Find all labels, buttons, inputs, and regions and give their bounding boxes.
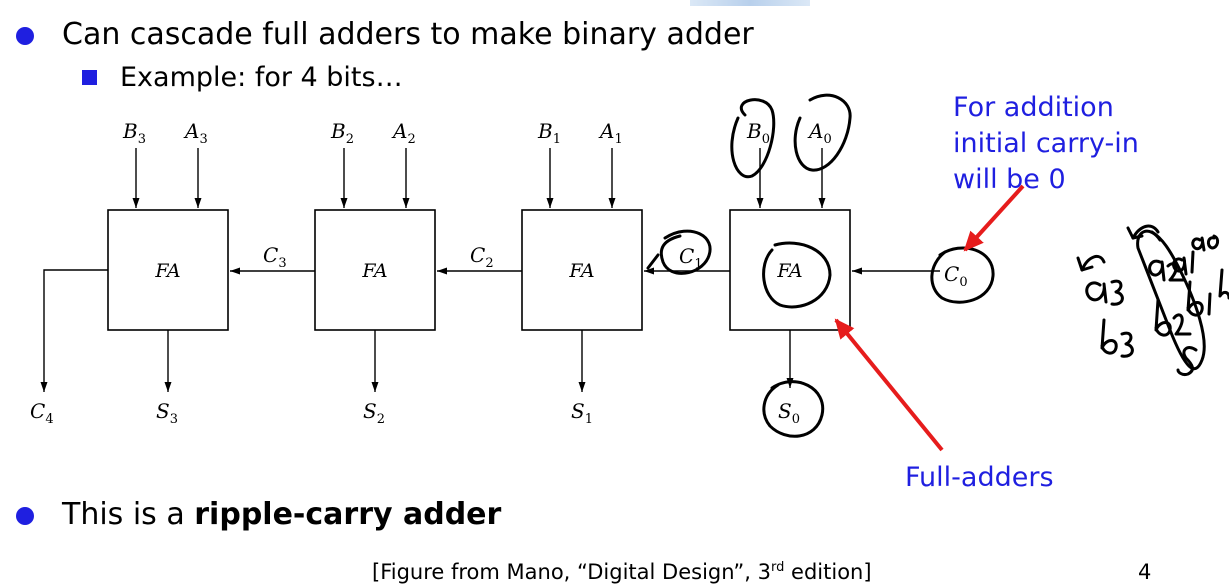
sum-arrows (164, 330, 794, 392)
bullet-dot-2 (16, 507, 34, 525)
ink-b3-b (1100, 318, 1118, 355)
handwritten-circles (646, 93, 995, 438)
ink-b2-2 (1172, 313, 1192, 336)
ink-b3-3 (1120, 331, 1134, 358)
sub-bullet-example-text: Example: for 4 bits… (120, 62, 403, 93)
carry-callout-line-3: will be 0 (953, 164, 1066, 195)
ink-curl-left-head (1076, 256, 1094, 272)
caption-suffix: edition] (784, 560, 872, 584)
label-c0: C0 (944, 262, 968, 290)
arrow-c4 (40, 269, 108, 392)
ink-b1-1 (1207, 292, 1212, 316)
bullet-dot-1 (16, 27, 34, 45)
circle-fa0 (762, 241, 832, 309)
ink-a0-a (1191, 236, 1206, 252)
circle-c1 (659, 229, 712, 275)
ink-curl-left (1080, 254, 1106, 272)
label-s1: S1 (571, 399, 593, 427)
carry-callout-line-2: initial carry-in (953, 128, 1139, 159)
label-b1: B1 (537, 119, 561, 147)
circle-s0 (762, 380, 825, 438)
ink-a1-1 (1190, 250, 1195, 274)
ink-b1-b (1186, 280, 1204, 317)
label-a0: A0 (807, 119, 832, 147)
label-s3: S3 (156, 399, 178, 427)
red-arrow-full-adder (834, 318, 944, 452)
ink-tick-c1 (646, 253, 660, 270)
ink-curl-head (1126, 226, 1144, 240)
ink-a3-a (1085, 281, 1108, 304)
label-c3: C3 (263, 243, 287, 271)
caption-prefix: [Figure from Mano, “Digital Design”, 3 (372, 560, 771, 584)
label-b2: B2 (330, 119, 354, 147)
ink-loop (1136, 229, 1206, 371)
full-adders-callout: Full-adders (905, 462, 1054, 493)
ink-a3-3 (1110, 279, 1124, 306)
label-a3: A3 (183, 119, 208, 147)
ink-curl-top (1131, 224, 1160, 240)
ink-a2-a (1148, 259, 1166, 282)
ripple-bold-term: ripple-carry adder (194, 497, 502, 532)
red-pointer-arrows (834, 184, 1025, 452)
ink-b0-partial (1218, 268, 1229, 300)
top-accent-bar (690, 0, 810, 6)
label-b0: B0 (746, 119, 770, 147)
ink-a2-2 (1166, 262, 1186, 282)
ink-a1-a (1172, 256, 1188, 276)
fa-label-0: FA (776, 260, 802, 282)
handwritten-notes-scribble (1076, 224, 1229, 376)
circle-b0 (730, 98, 776, 179)
label-c4: C4 (30, 399, 54, 427)
input-arrows (132, 148, 826, 208)
label-c1: C1 (679, 244, 703, 272)
caption-sup: rd (771, 560, 785, 575)
label-b3: B3 (122, 119, 146, 147)
fa-label-1: FA (568, 260, 594, 282)
fa-label-3: FA (154, 260, 180, 282)
bullet-ripple-text: This is a ripple-carry adder (62, 500, 501, 530)
ink-s (1176, 346, 1198, 376)
label-a1: A1 (598, 119, 623, 147)
figure-caption: [Figure from Mano, “Digital Design”, 3rd… (372, 560, 872, 584)
red-arrow-carry-in (963, 184, 1025, 252)
sub-bullet-square (82, 70, 97, 85)
carry-callout-line-1: For addition (953, 92, 1114, 123)
ink-b2-b (1154, 298, 1172, 337)
circle-a0 (793, 93, 852, 172)
slide-number: 4 (1138, 560, 1152, 584)
label-s0: S0 (778, 399, 800, 427)
label-s2: S2 (363, 399, 385, 427)
carry-arrows (40, 267, 940, 392)
label-c2: C2 (470, 243, 494, 271)
ripple-prefix: This is a (62, 497, 195, 532)
fa-label-2: FA (361, 260, 387, 282)
bullet-cascade-text: Can cascade full adders to make binary a… (62, 17, 754, 52)
carry-in-callout: For addition initial carry-in will be 0 (953, 90, 1139, 198)
label-a2: A2 (391, 119, 416, 147)
ink-a0-0 (1206, 234, 1220, 250)
